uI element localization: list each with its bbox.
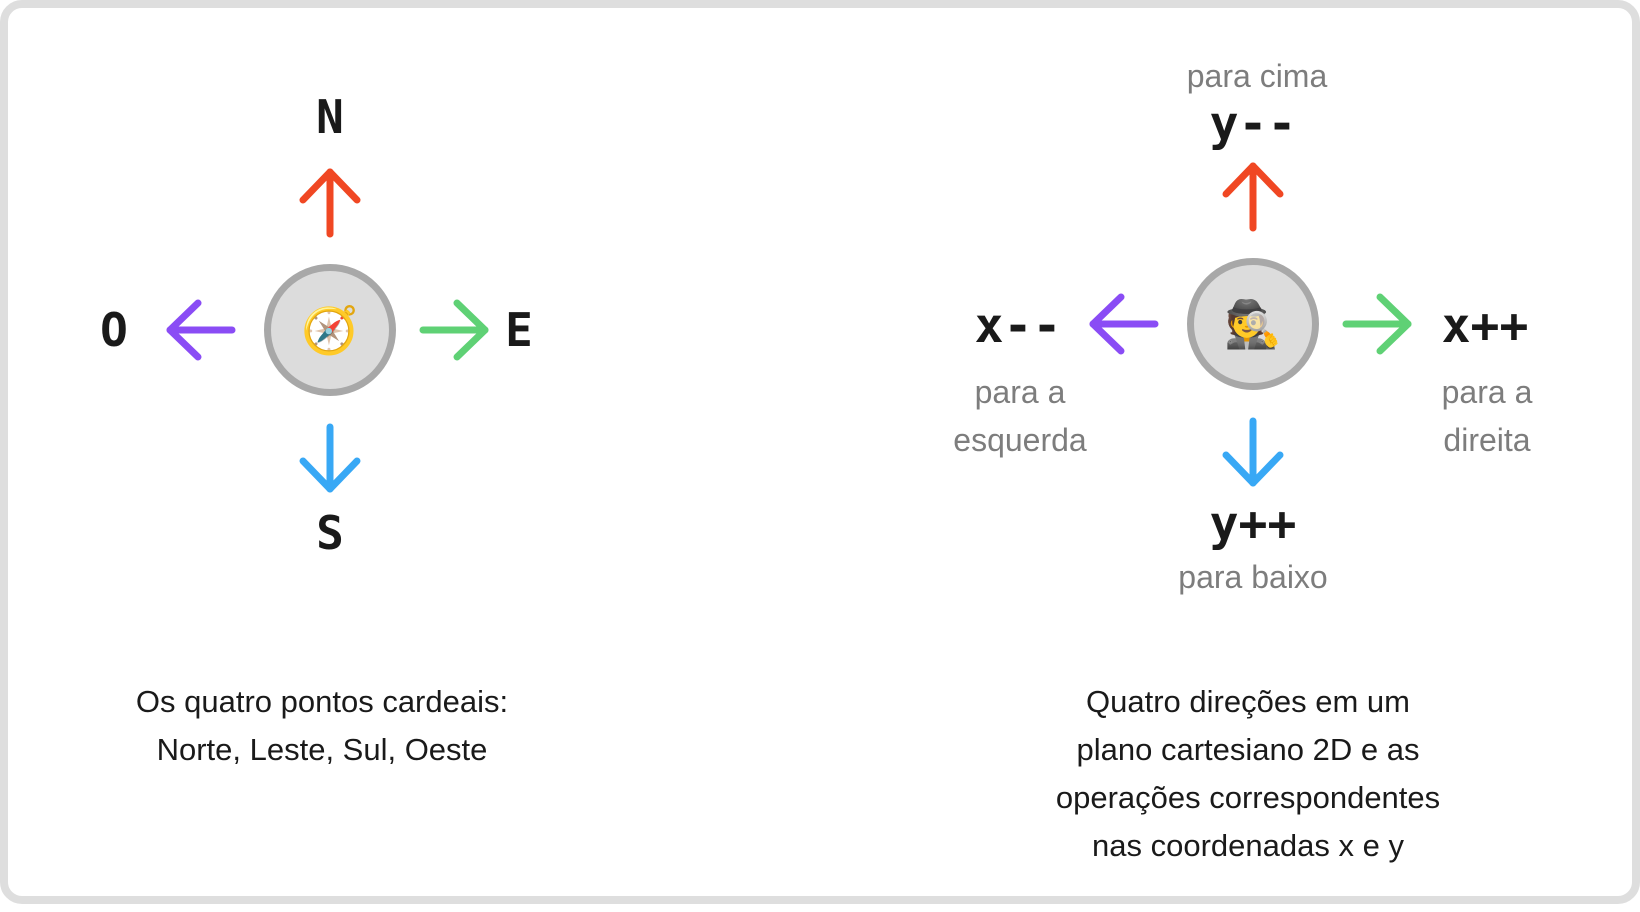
compass-hub: 🧭 bbox=[264, 264, 396, 396]
west-label: O bbox=[100, 303, 128, 357]
cartesian-caption-line: Quatro direções em um bbox=[1086, 684, 1410, 719]
north-arrow-icon bbox=[299, 168, 361, 238]
left-hint-line: para a bbox=[974, 374, 1066, 410]
right-arrow-icon bbox=[1342, 293, 1412, 355]
detective-icon: 🕵️ bbox=[1224, 298, 1282, 350]
up-hint: para cima bbox=[1186, 58, 1328, 94]
right-hint-line: para a bbox=[1441, 374, 1533, 410]
right-operation: x++ bbox=[1441, 298, 1529, 354]
east-label: E bbox=[505, 303, 533, 357]
left-arrow-icon bbox=[1089, 293, 1159, 355]
cartesian-diagram: 🕵️ para cima y-- y++ para baixo x-- para… bbox=[8, 8, 1640, 912]
south-label: S bbox=[316, 506, 344, 560]
north-label: N bbox=[316, 90, 344, 144]
down-arrow-icon bbox=[1222, 417, 1284, 487]
right-hint-line: direita bbox=[1443, 422, 1531, 458]
south-arrow-icon bbox=[299, 423, 361, 493]
cartesian-caption-line: plano cartesiano 2D e as bbox=[1076, 732, 1420, 767]
cartesian-caption-line: nas coordenadas x e y bbox=[1092, 828, 1404, 863]
down-operation: y++ bbox=[1209, 496, 1297, 552]
compass-arrows bbox=[166, 168, 489, 493]
left-hint: para a esquerda bbox=[953, 368, 1086, 464]
left-hint-line: esquerda bbox=[953, 422, 1087, 458]
down-hint: para baixo bbox=[1178, 559, 1328, 595]
compass-caption-line: Os quatro pontos cardeais: bbox=[135, 684, 509, 719]
cartesian-arrows bbox=[1089, 162, 1412, 487]
compass-caption-line: Norte, Leste, Sul, Oeste bbox=[156, 732, 488, 767]
east-arrow-icon bbox=[419, 299, 489, 361]
right-hint: para a direita bbox=[1442, 368, 1533, 464]
compass-icon: 🧭 bbox=[301, 304, 359, 356]
cartesian-caption-line: operações correspondentes bbox=[1055, 780, 1441, 815]
up-operation: y-- bbox=[1209, 96, 1297, 152]
west-arrow-icon bbox=[166, 299, 236, 361]
compass-caption: Os quatro pontos cardeais: Norte, Leste,… bbox=[62, 678, 582, 774]
compass-diagram: 🧭 N S O E Os quatro pontos cardeais: Nor… bbox=[8, 8, 1640, 912]
cartesian-hub: 🕵️ bbox=[1187, 258, 1319, 390]
cartesian-caption: Quatro direções em um plano cartesiano 2… bbox=[988, 678, 1508, 870]
left-operation: x-- bbox=[974, 298, 1062, 354]
up-arrow-icon bbox=[1222, 162, 1284, 232]
